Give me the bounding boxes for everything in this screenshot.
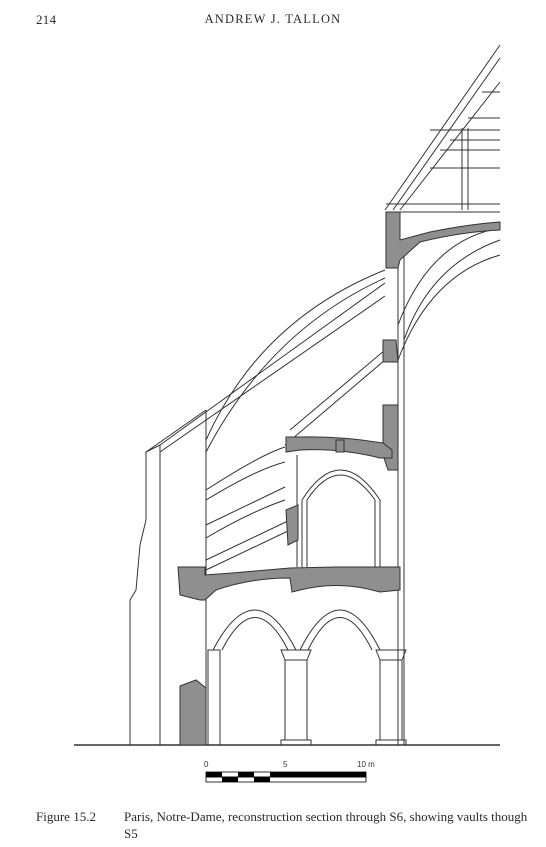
figure-caption: Figure 15.2 Paris, Notre-Dame, reconstru… [36,808,536,842]
scale-label-5: 5 [283,760,288,769]
tribune-arches [296,455,381,567]
scale-bar: 0 5 10 m [204,760,375,783]
scale-label-10m: 10 m [357,760,375,769]
running-head: ANDREW J. TALLON [204,12,342,26]
nave-vault [397,227,501,745]
flying-buttresses [159,269,386,571]
caption-text: Paris, Notre-Dame, reconstruction sectio… [124,809,528,841]
architectural-section-figure: 0 5 10 m [0,40,546,800]
piers [207,649,407,746]
page-number: 214 [36,12,57,27]
roof-timbers [384,44,501,213]
aisle-arches [212,609,381,651]
page-header: 214 ANDREW J. TALLON [36,12,510,34]
cut-sections [177,211,501,746]
caption-label: Figure 15.2 [36,809,96,824]
scale-label-0: 0 [204,760,209,769]
section-drawing: 0 5 10 m [74,44,501,783]
